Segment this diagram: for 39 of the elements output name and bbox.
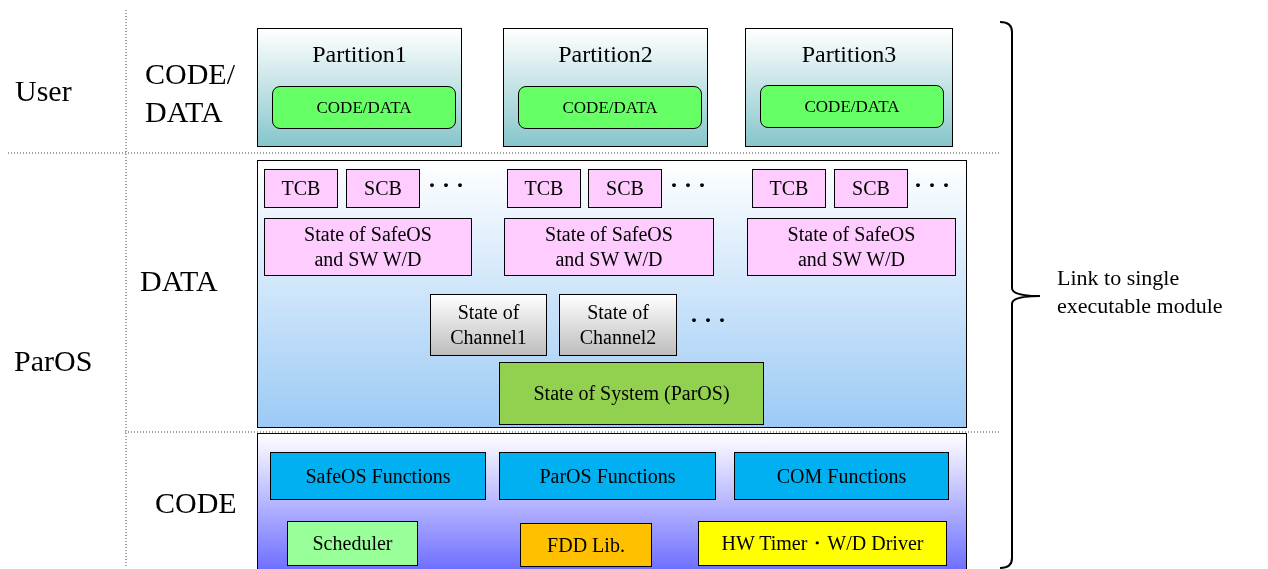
- row-label: DATA: [140, 263, 218, 299]
- function-box: ParOS Functions: [499, 452, 716, 500]
- partition-box: [257, 28, 462, 147]
- data-box: TCB: [507, 169, 581, 208]
- ellipsis: · · ·: [690, 306, 726, 335]
- library-box: FDD Lib.: [520, 523, 652, 567]
- ellipsis: · · ·: [670, 171, 706, 200]
- row-label: CODE/ DATA: [145, 56, 236, 130]
- data-panel: [257, 160, 967, 428]
- partition-box: [745, 28, 953, 147]
- partition-box: [503, 28, 708, 147]
- driver-box: HW Timer・W/D Driver: [698, 521, 947, 566]
- code-data-box: CODE/DATA: [760, 85, 944, 128]
- partition-title: Partition1: [312, 40, 407, 69]
- code-data-box: CODE/DATA: [518, 86, 702, 129]
- function-box: SafeOS Functions: [270, 452, 486, 500]
- function-box: COM Functions: [734, 452, 949, 500]
- data-box: State of SafeOS and SW W/D: [264, 218, 472, 276]
- channel-state-box: State of Channel1: [430, 294, 547, 356]
- data-box: SCB: [346, 169, 420, 208]
- system-state-box: State of System (ParOS): [499, 362, 764, 425]
- ellipsis: · · ·: [428, 171, 464, 200]
- partition-title: Partition3: [801, 40, 897, 69]
- data-box: State of SafeOS and SW W/D: [504, 218, 714, 276]
- code-data-box: CODE/DATA: [272, 86, 456, 129]
- partition-title: Partition2: [558, 40, 653, 69]
- row-label: User: [15, 73, 72, 109]
- data-box: State of SafeOS and SW W/D: [747, 218, 956, 276]
- scheduler-box: Scheduler: [287, 521, 418, 566]
- data-box: TCB: [752, 169, 826, 208]
- row-label: ParOS: [14, 343, 93, 379]
- row-label: CODE: [155, 485, 237, 521]
- channel-state-box: State of Channel2: [559, 294, 677, 356]
- ellipsis: · · ·: [914, 171, 950, 200]
- data-box: SCB: [834, 169, 908, 208]
- data-box: SCB: [588, 169, 662, 208]
- code-panel: [257, 433, 967, 569]
- data-box: TCB: [264, 169, 338, 208]
- note-text: Link to single executable module: [1057, 264, 1224, 319]
